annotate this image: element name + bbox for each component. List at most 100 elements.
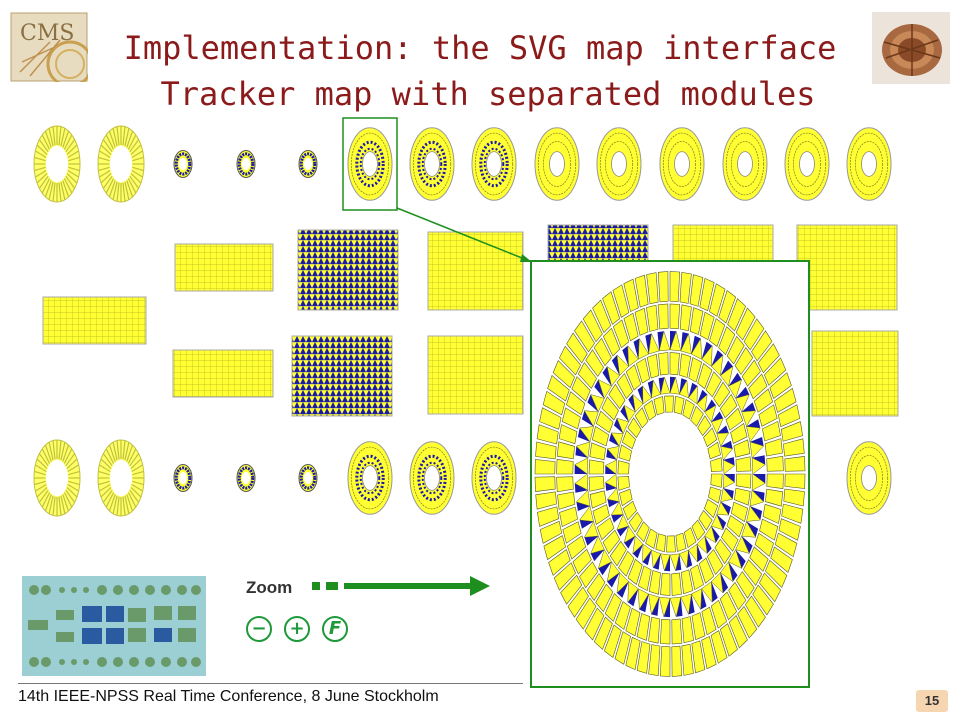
endcap-disk[interactable] <box>97 439 145 517</box>
disk-module <box>645 528 658 549</box>
disk-module <box>585 349 604 377</box>
disk-module <box>593 337 612 367</box>
disk-module <box>648 593 660 616</box>
disk-module <box>701 341 713 360</box>
disk-module <box>728 614 748 649</box>
disk-module <box>720 501 731 516</box>
disk-module <box>557 491 576 510</box>
endcap-disk[interactable] <box>846 441 892 515</box>
zoomed-disk-panel[interactable] <box>530 260 810 688</box>
disk-module <box>634 307 649 336</box>
disk-module <box>714 538 732 565</box>
disk-module <box>561 407 581 430</box>
endcap-disk[interactable] <box>298 150 318 178</box>
endcap-disk[interactable] <box>347 441 393 515</box>
endcap-disk[interactable] <box>471 127 517 201</box>
disk-module <box>579 505 594 522</box>
endcap-disk[interactable] <box>33 125 81 203</box>
disk-module <box>710 599 728 629</box>
disk-module <box>558 424 578 445</box>
disk-module <box>734 347 754 375</box>
disk-module <box>536 424 559 445</box>
disk-module <box>741 520 757 538</box>
barrel-layer-module <box>427 231 524 311</box>
footer-divider <box>18 683 523 684</box>
disk-module <box>669 596 682 618</box>
disk-module <box>781 503 804 524</box>
disk-module <box>783 438 805 457</box>
disk-module <box>680 593 692 616</box>
endcap-disk[interactable] <box>409 441 455 515</box>
disk-module <box>669 376 680 395</box>
overview-thumbnail[interactable] <box>22 576 206 676</box>
endcap-disk[interactable] <box>722 127 768 201</box>
endcap-disk[interactable] <box>347 127 393 201</box>
disk-module <box>648 570 661 595</box>
endcap-disk[interactable] <box>409 127 455 201</box>
disk-module <box>609 432 620 447</box>
disk-module <box>579 561 599 589</box>
disk-module <box>708 486 722 504</box>
disk-module <box>560 574 583 605</box>
fit-button[interactable]: F <box>322 616 348 642</box>
disk-module <box>711 417 724 435</box>
disk-module <box>575 489 591 507</box>
disk-module <box>722 473 736 489</box>
disk-module <box>720 561 734 583</box>
disk-module <box>691 335 701 354</box>
zoom-in-button[interactable]: + <box>284 616 310 642</box>
endcap-disk[interactable] <box>236 150 256 178</box>
disk-module <box>618 550 635 577</box>
page-number-badge: 15 <box>916 690 948 712</box>
disk-module <box>697 389 708 404</box>
disk-module <box>711 581 718 603</box>
disk-center-hole <box>630 414 710 534</box>
disk-module <box>589 442 606 461</box>
disk-module <box>591 425 610 447</box>
disk-module <box>575 597 597 630</box>
disk-module <box>718 290 737 324</box>
disk-module <box>658 352 669 376</box>
disk-module <box>574 457 589 475</box>
disk-module <box>784 456 806 472</box>
disk-module <box>547 374 570 402</box>
disk-module <box>648 616 661 644</box>
endcap-disk[interactable] <box>236 464 256 492</box>
disk-module <box>711 350 723 367</box>
disk-module <box>638 588 649 611</box>
disk-module <box>762 503 782 524</box>
disk-module <box>735 394 750 413</box>
disk-module <box>606 487 620 503</box>
disk-module <box>584 536 599 546</box>
disk-module <box>625 364 642 391</box>
disk-module <box>627 588 639 607</box>
zoom-out-button[interactable]: − <box>246 616 272 642</box>
endcap-disk[interactable] <box>784 127 830 201</box>
disk-module <box>559 345 581 376</box>
disk-module <box>697 362 713 390</box>
endcap-disk[interactable] <box>471 441 517 515</box>
disk-module <box>622 500 637 521</box>
disk-module <box>636 641 651 674</box>
disk-module <box>602 291 621 325</box>
disk-module <box>711 354 724 377</box>
endcap-disk[interactable] <box>534 127 580 201</box>
disk-module <box>751 330 773 362</box>
disk-module <box>716 432 730 447</box>
endcap-disk[interactable] <box>173 464 193 492</box>
barrel-layer-module <box>427 335 524 415</box>
disk-module <box>618 444 632 462</box>
disk-module <box>646 353 660 379</box>
disk-module <box>689 274 704 307</box>
disk-module <box>750 437 764 447</box>
endcap-disk[interactable] <box>33 439 81 517</box>
endcap-disk[interactable] <box>97 125 145 203</box>
endcap-disk[interactable] <box>596 127 642 201</box>
endcap-disk[interactable] <box>173 150 193 178</box>
endcap-disk[interactable] <box>659 127 705 201</box>
disk-module <box>679 271 692 304</box>
endcap-disk[interactable] <box>298 464 318 492</box>
endcap-disk[interactable] <box>846 127 892 201</box>
disk-module <box>679 304 692 332</box>
